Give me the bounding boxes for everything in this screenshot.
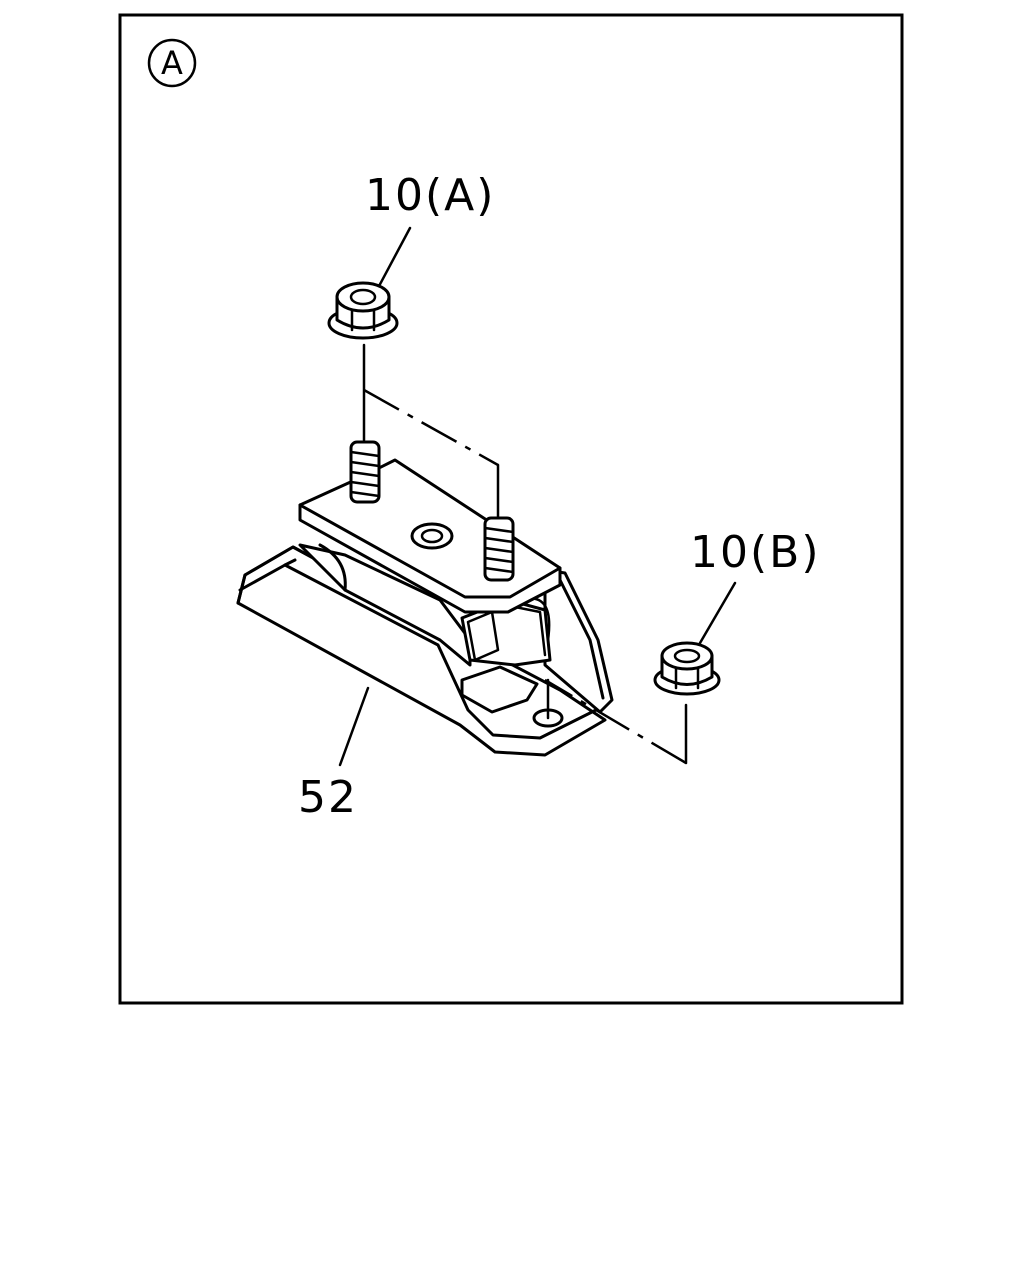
engine-mount — [236, 440, 614, 757]
assembly-lines — [362, 343, 688, 765]
view-marker-letter: A — [161, 44, 183, 82]
mount-stud-left — [349, 440, 381, 504]
view-marker: A — [147, 38, 197, 88]
leader-nut-b — [698, 581, 737, 645]
callout-mount: 52 — [298, 772, 358, 823]
flange-nut-a — [327, 281, 399, 340]
flange-nut-b — [653, 641, 721, 696]
leader-nut-a — [376, 226, 412, 290]
callout-nut-b: 10(B) — [690, 527, 821, 578]
diagram-frame — [118, 13, 904, 1005]
leader-mount — [338, 686, 370, 767]
mount-stud-right — [483, 516, 515, 582]
callout-nut-a: 10(A) — [365, 170, 495, 221]
